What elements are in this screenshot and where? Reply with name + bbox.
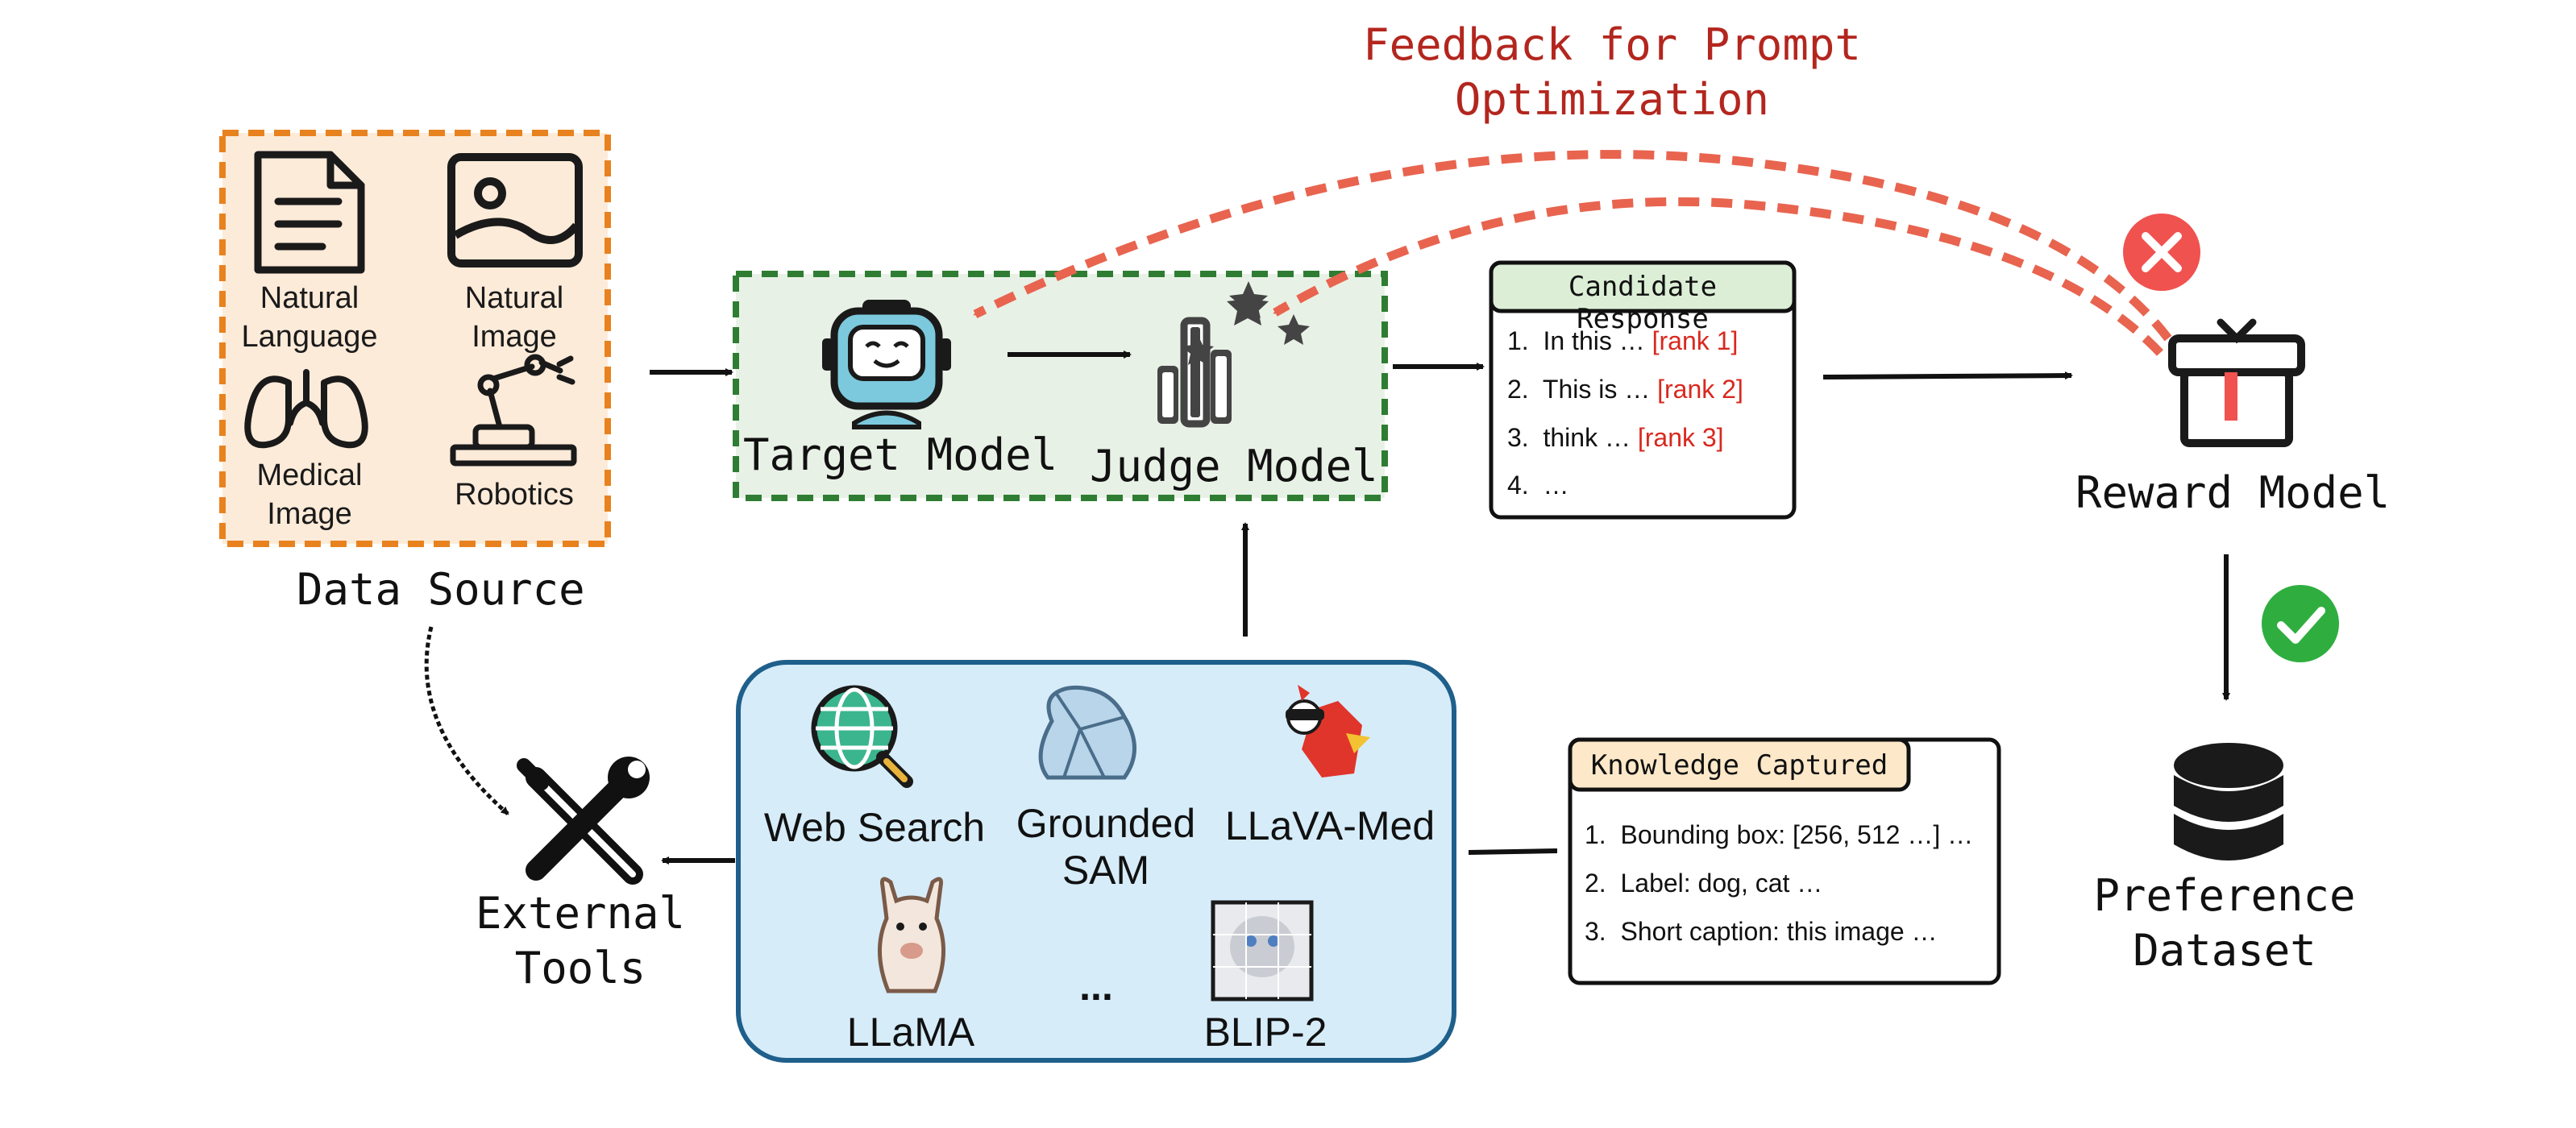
feedback-arrow-to-judge bbox=[1273, 197, 2163, 356]
image-icon bbox=[447, 153, 583, 267]
rank-tag: [rank 2] bbox=[1657, 375, 1743, 404]
source-item-natural-image: Natural Image bbox=[434, 279, 595, 356]
database-icon bbox=[2174, 743, 2283, 861]
flow-arrows bbox=[424, 350, 2230, 865]
external-tools-label: External Tools bbox=[451, 886, 709, 996]
ranking-chart-icon bbox=[1157, 281, 1310, 428]
item-text: think … bbox=[1543, 423, 1631, 452]
item-number: 2. bbox=[1585, 869, 1606, 898]
feedback-title-line1: Feedback for Prompt bbox=[1363, 19, 1861, 70]
tool-llava-med-label: LLaVA-Med bbox=[1224, 803, 1435, 848]
source-item-robotics: Robotics bbox=[434, 475, 595, 514]
reject-icon bbox=[2123, 214, 2200, 291]
feedback-title-line2: Optimization bbox=[1454, 74, 1770, 125]
knowledge-captured-title: Knowledge Captured bbox=[1590, 749, 1888, 782]
source-item-medical-image: Medical Image bbox=[229, 456, 390, 533]
tools-icon bbox=[517, 757, 650, 885]
tool-label-line1: Grounded bbox=[1016, 801, 1196, 846]
item-number: 3. bbox=[1507, 423, 1529, 452]
item-number: 3. bbox=[1585, 917, 1606, 946]
item-text: In this … bbox=[1543, 326, 1645, 355]
candidate-item: 4. … bbox=[1507, 471, 1568, 500]
arrow-candidate-to-reward bbox=[1822, 371, 2073, 380]
external-line2: Tools bbox=[514, 943, 646, 993]
candidate-item: 3. think … [rank 3] bbox=[1507, 423, 1724, 453]
knowledge-item: 2. Label: dog, cat … bbox=[1585, 869, 1822, 898]
item-text: Short caption: this image … bbox=[1620, 917, 1938, 946]
source-item-line1: Medical bbox=[256, 458, 363, 492]
item-number: 4. bbox=[1507, 471, 1529, 500]
document-icon bbox=[254, 151, 365, 274]
source-item-natural-language: Natural Language bbox=[229, 279, 390, 356]
llava-med-icon bbox=[1286, 685, 1370, 778]
gift-icon bbox=[2168, 318, 2305, 447]
tool-grounded-sam-label: Grounded SAM bbox=[985, 800, 1227, 894]
source-item-line2: Image bbox=[267, 497, 352, 531]
source-item-line2: Image bbox=[472, 320, 557, 354]
polar-bear-icon bbox=[1038, 685, 1136, 780]
source-item-line2: Language bbox=[241, 320, 378, 354]
rank-tag: [rank 1] bbox=[1652, 326, 1739, 355]
item-number: 1. bbox=[1585, 820, 1606, 849]
source-item-line1: Robotics bbox=[455, 478, 574, 512]
tool-web-search-label: Web Search bbox=[763, 805, 986, 850]
rank-tag: [rank 3] bbox=[1637, 423, 1724, 452]
ai-robot-icon bbox=[822, 300, 951, 429]
candidate-title-tab bbox=[1489, 260, 1797, 313]
preference-line2: Dataset bbox=[2133, 925, 2316, 976]
feedback-arrow-to-target bbox=[973, 150, 2172, 342]
knowledge-item: 3. Short caption: this image … bbox=[1585, 917, 1938, 947]
item-text: Bounding box: [256, 512 …] … bbox=[1620, 820, 1974, 849]
globe-search-icon bbox=[811, 685, 913, 788]
tool-ellipsis: ... bbox=[1079, 964, 1113, 1009]
tool-label-line2: SAM bbox=[1062, 848, 1150, 893]
reward-model-label: Reward Model bbox=[2075, 467, 2391, 518]
knowledge-title-tab bbox=[1568, 737, 1911, 792]
blip-image-icon bbox=[1211, 900, 1314, 1002]
target-model-label: Target Model bbox=[743, 429, 1058, 480]
judge-model-label: Judge Model bbox=[1090, 441, 1378, 491]
feedback-title: Feedback for Prompt Optimization bbox=[1290, 18, 1934, 127]
source-item-line1: Natural bbox=[464, 281, 564, 315]
line-knowledge-to-tools bbox=[1468, 848, 1558, 855]
knowledge-item: 1. Bounding box: [256, 512 …] … bbox=[1585, 820, 1973, 850]
preference-line1: Preference bbox=[2093, 870, 2356, 921]
arrow-source-to-external bbox=[424, 626, 509, 815]
robot-arm-icon bbox=[450, 354, 577, 467]
llama-icon bbox=[878, 877, 945, 993]
lungs-icon bbox=[244, 369, 368, 449]
preference-dataset-label: Preference Dataset bbox=[2063, 869, 2386, 978]
external-line1: External bbox=[475, 888, 686, 939]
item-text: This is … bbox=[1542, 375, 1651, 404]
accept-icon bbox=[2262, 585, 2339, 662]
tool-llama-label: LLaMA bbox=[846, 1010, 975, 1055]
tool-blip2-label: BLIP-2 bbox=[1203, 1010, 1327, 1055]
data-source-label: Data Source bbox=[297, 564, 585, 615]
item-text: Label: dog, cat … bbox=[1620, 869, 1823, 898]
source-item-line1: Natural bbox=[260, 281, 359, 315]
item-number: 1. bbox=[1507, 326, 1529, 355]
feedback-arrows bbox=[973, 150, 2172, 356]
candidate-item: 2. This is … [rank 2] bbox=[1507, 375, 1743, 404]
item-number: 2. bbox=[1507, 375, 1529, 404]
item-text: … bbox=[1543, 471, 1569, 500]
candidate-response-title: Candidate Response bbox=[1568, 271, 1718, 335]
candidate-item: 1. In this … [rank 1] bbox=[1507, 326, 1738, 356]
